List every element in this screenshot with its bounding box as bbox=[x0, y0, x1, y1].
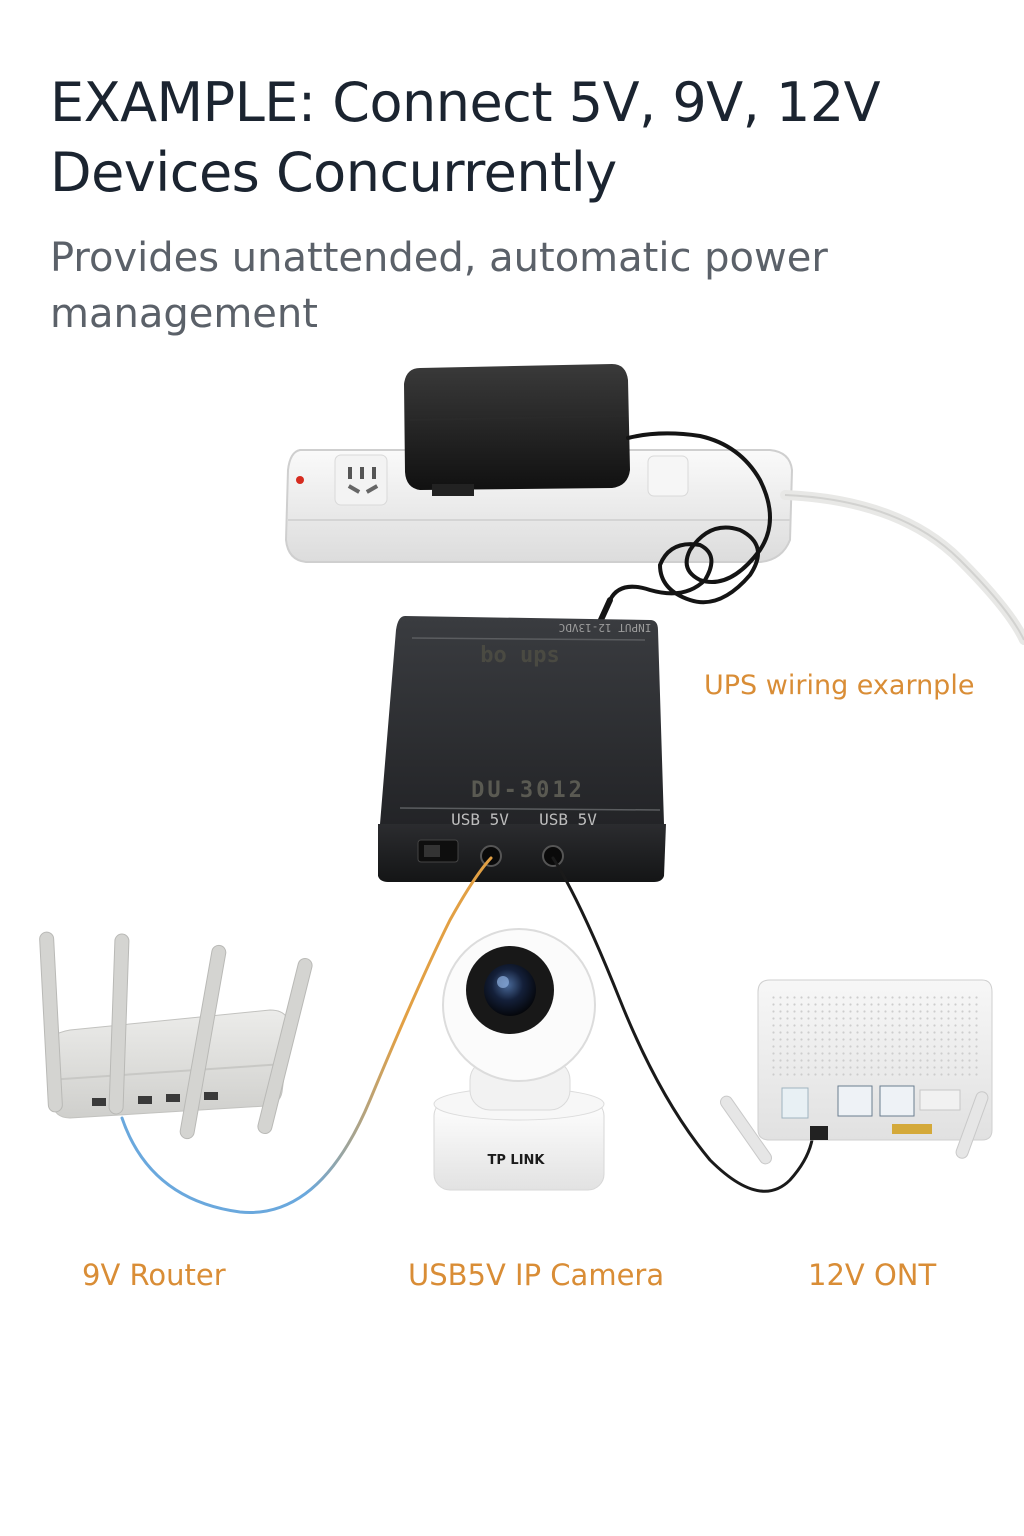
ups-unit: INPUT 12-13VDC bo ups DU-3012 USB 5V USB… bbox=[378, 616, 666, 882]
router-antenna-3 bbox=[179, 944, 227, 1140]
router-caption: 9V Router bbox=[82, 1258, 226, 1292]
ups-caption: UPS wiring exarnple bbox=[704, 670, 975, 701]
ont-antenna-right bbox=[955, 1091, 989, 1159]
power-strip bbox=[284, 449, 1024, 645]
router-device bbox=[39, 931, 313, 1140]
router-antenna-1 bbox=[39, 931, 63, 1113]
ont-device bbox=[719, 979, 993, 1165]
ups-model-label: DU-3012 bbox=[471, 778, 585, 803]
camera-caption: USB5V IP Camera bbox=[408, 1258, 665, 1292]
page-subtitle: Provides unattended, automatic power man… bbox=[50, 235, 828, 337]
ip-camera-device: TP LINK bbox=[433, 928, 605, 1191]
cable-to-router bbox=[120, 856, 493, 1214]
ont-caption: 12V ONT bbox=[808, 1258, 937, 1292]
ups-port-2 bbox=[542, 845, 564, 867]
ups-brand-label: bo ups bbox=[480, 643, 559, 668]
page-title: EXAMPLE: Connect 5V, 9V, 12V Devices Con… bbox=[50, 71, 881, 204]
router-antenna-4 bbox=[257, 957, 313, 1135]
camera-brand-label: TP LINK bbox=[488, 1153, 546, 1168]
ont-antenna-left bbox=[719, 1095, 773, 1165]
router-antenna-2 bbox=[108, 933, 130, 1115]
ups-port-1 bbox=[480, 845, 502, 867]
ups-port-label-1: USB 5V bbox=[451, 810, 509, 829]
ups-port-label-2: USB 5V bbox=[539, 810, 597, 829]
power-adapter bbox=[404, 364, 772, 625]
cable-to-ont bbox=[551, 856, 814, 1193]
ups-input-label: INPUT 12-13VDC bbox=[559, 621, 652, 634]
